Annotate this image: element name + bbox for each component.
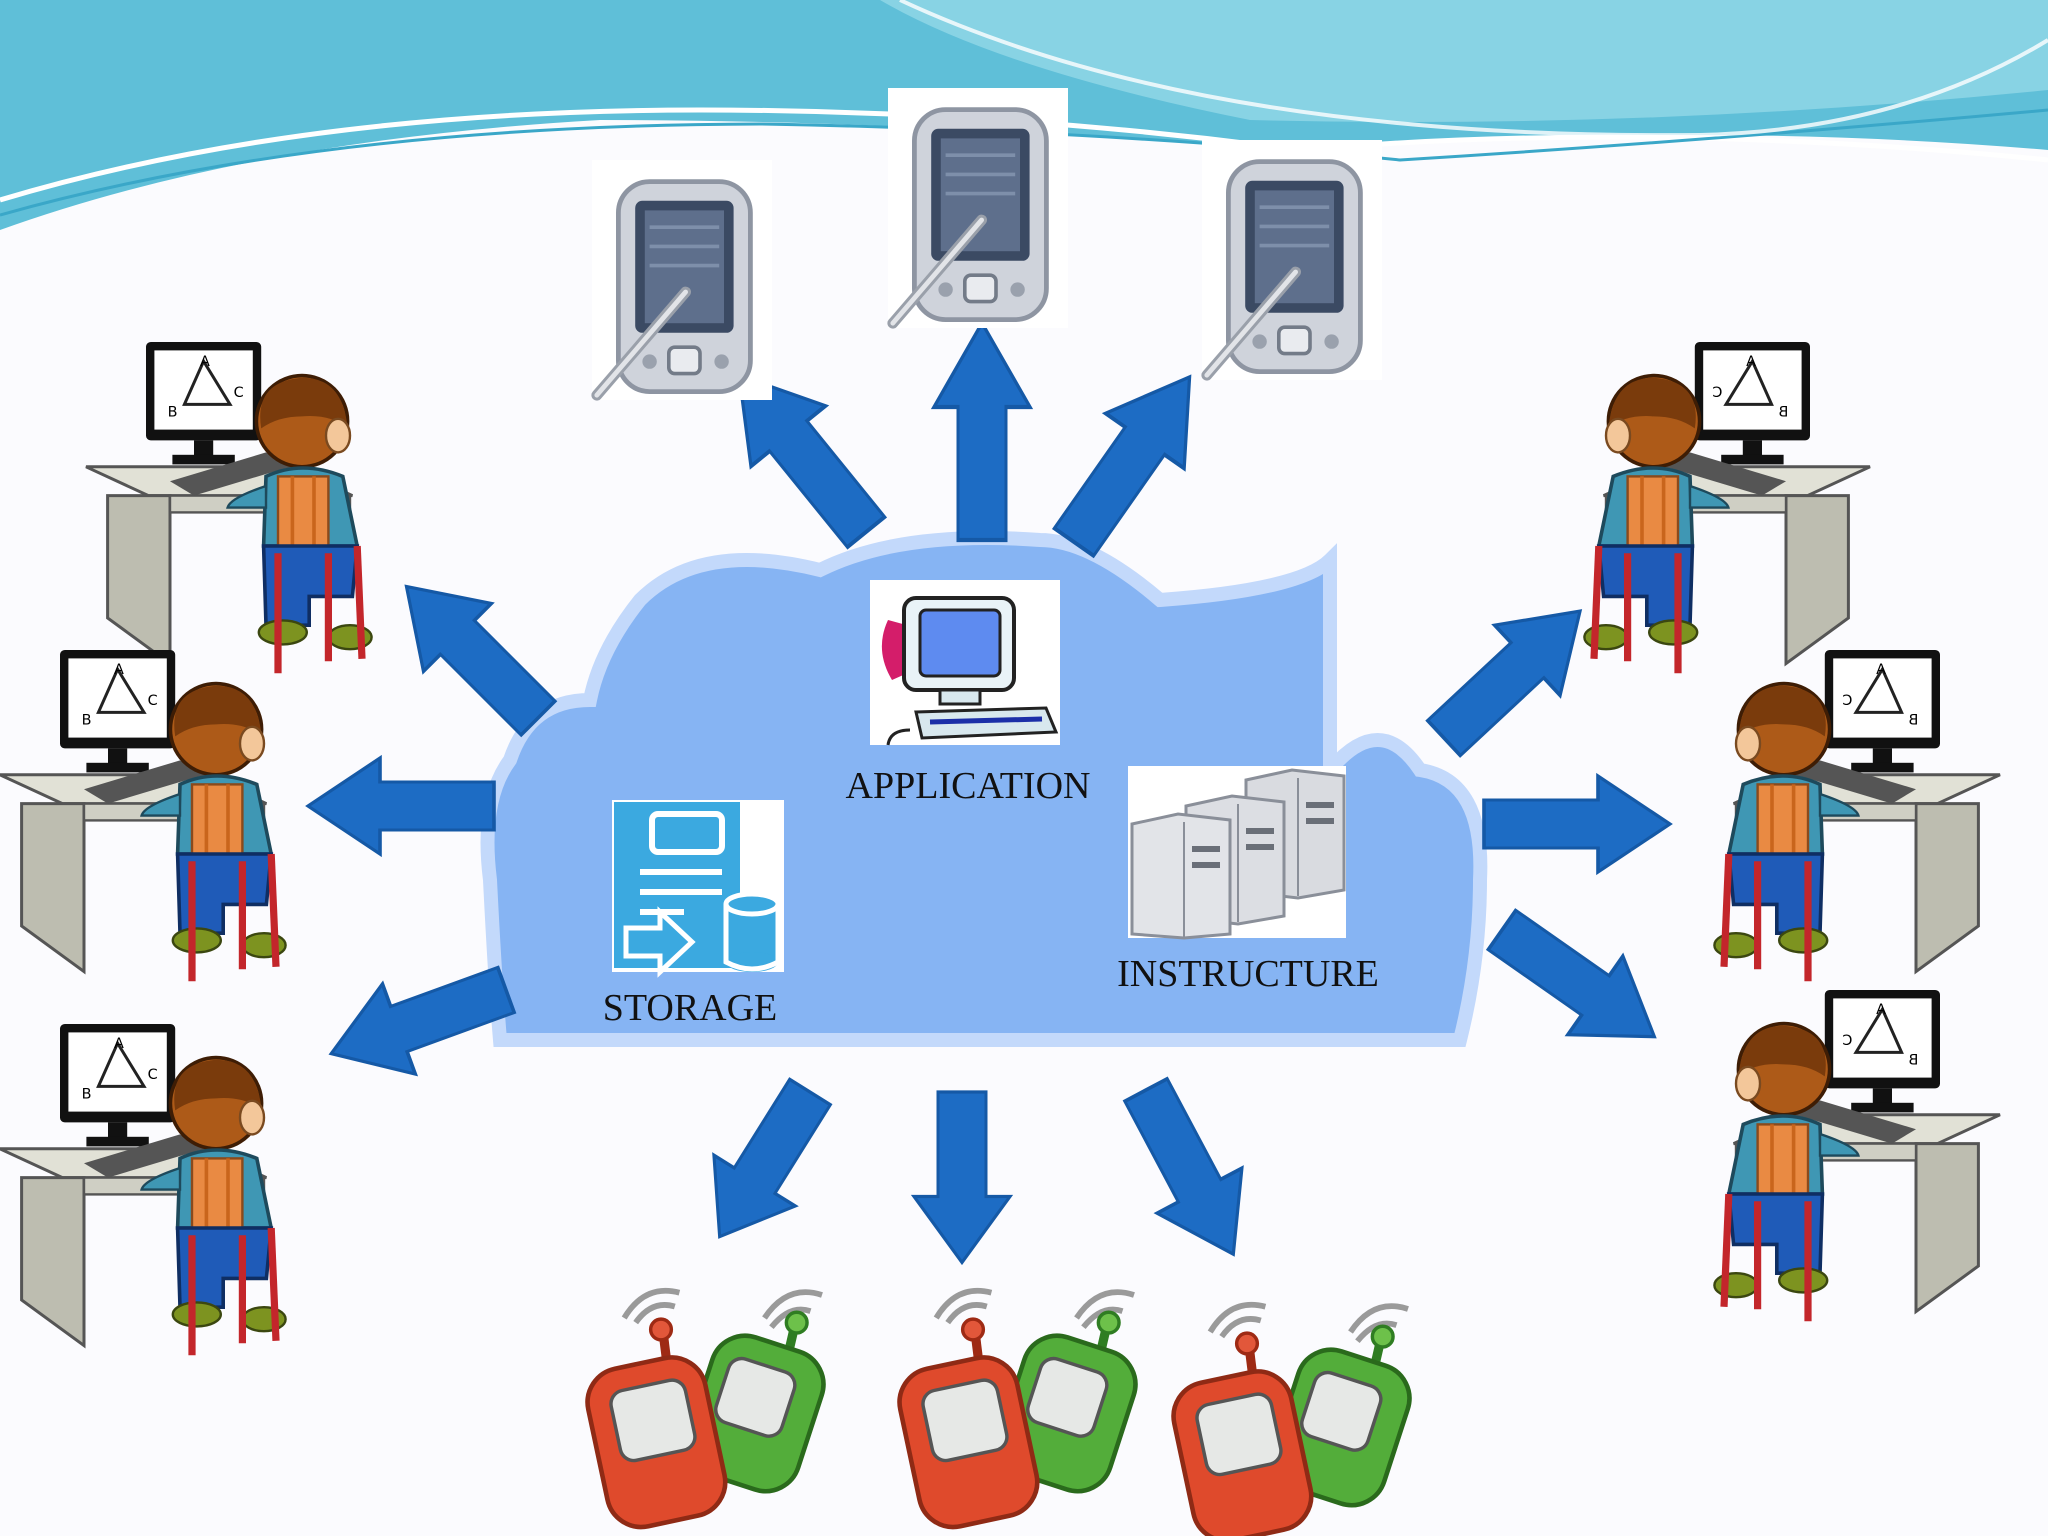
arrow-down (912, 1090, 1012, 1265)
student-at-computer-icon (1714, 650, 2000, 981)
walkie-talkie-pair-icon (893, 1291, 1144, 1534)
server-rack-icon (1128, 766, 1346, 940)
storage-label: STORAGE (603, 987, 778, 1029)
arrow-down-left (677, 1064, 853, 1264)
desktop-computer-icon (870, 580, 1060, 746)
arrow-up (934, 323, 1030, 540)
student-at-computer-icon (0, 1024, 286, 1355)
pda-stylus-icon (592, 160, 772, 400)
application-label: APPLICATION (846, 765, 1091, 807)
walkie-talkie-pair-icon (1167, 1305, 1418, 1536)
arrow-down-right (1101, 1065, 1278, 1279)
pda-stylus-icon (1202, 140, 1382, 380)
arrow-up-right (1032, 347, 1231, 572)
infrastructure-label: INSTRUCTURE (1117, 953, 1379, 995)
student-at-computer-icon (86, 342, 372, 673)
student-at-computer-icon (1584, 342, 1870, 673)
arrow-right-middle (1482, 774, 1672, 874)
pda-stylus-icon (888, 88, 1068, 328)
student-at-computer-icon (0, 650, 286, 981)
storage-icon (612, 800, 784, 978)
student-at-computer-icon (1714, 990, 2000, 1321)
arrow-right-lower (1472, 888, 1684, 1078)
arrow-left-middle (306, 756, 496, 856)
walkie-talkie-pair-icon (581, 1291, 832, 1534)
arrow-right-upper (1409, 574, 1615, 775)
